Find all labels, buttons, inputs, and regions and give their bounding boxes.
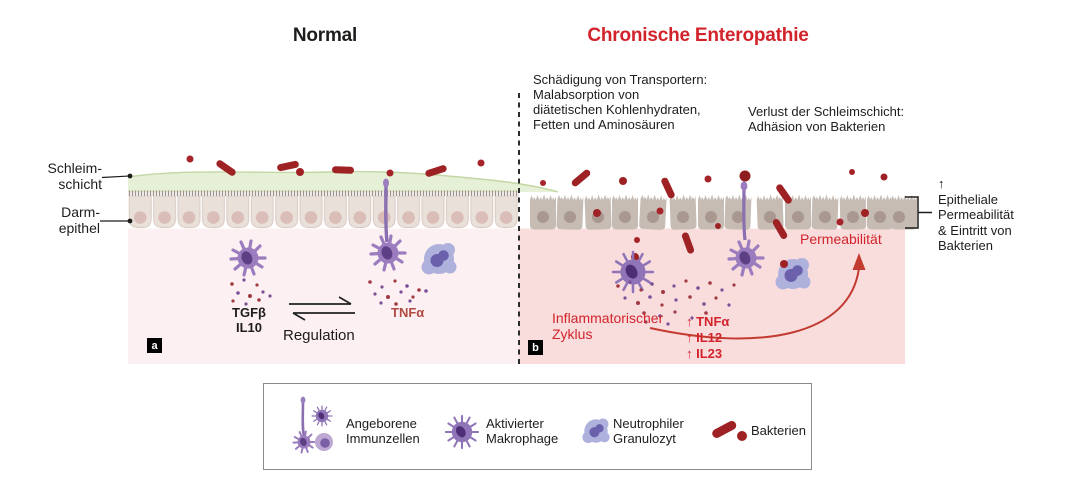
- mucus-pointer-dot: [127, 173, 133, 179]
- bacteria-normal-side: [186, 155, 485, 178]
- label-gut-epithelium: Darm- epithel: [58, 204, 100, 236]
- bacteria-icon: [712, 420, 747, 441]
- label-regulation: Regulation: [283, 327, 355, 344]
- panel-marker-a: a: [147, 338, 162, 353]
- epithelium-bracket: [905, 196, 932, 229]
- sampling-dendritic-cell-normal: [369, 178, 407, 272]
- equilibrium-arrows-icon: [289, 296, 355, 321]
- disease-tissue-panel: [519, 228, 905, 364]
- label-mucus-layer: Schleim- schicht: [47, 160, 102, 192]
- label-permeability: Permeabilität: [800, 231, 882, 247]
- legend-label-activated-macrophage: Aktivierter Makrophage: [486, 416, 559, 446]
- note-mucus-loss: Verlust der Schleimschicht: Adhäsion von…: [748, 104, 905, 134]
- healthy-epithelium: [128, 190, 519, 229]
- mucus-layer: [127, 170, 559, 193]
- bacteria-disease-side: [540, 168, 888, 261]
- legend-label-innate-immune-cells: Angeborene Immunzellen: [346, 416, 420, 446]
- title-chronic-enteropathy: Chronische Enteropathie: [587, 25, 809, 46]
- panel-marker-b: b: [528, 340, 543, 355]
- neutrophil-disease: [775, 258, 811, 290]
- label-tnfa-up: ↑ TNFα: [686, 314, 730, 329]
- note-epithelial-permeability: ↑ Epitheliale Permeabilität & Eintritt v…: [938, 176, 1014, 253]
- sampling-dendritic-cell-disease: [727, 170, 765, 277]
- cytokine-dots-normal: [230, 278, 428, 306]
- activated-macrophage-icon: [444, 414, 480, 450]
- legend-label-neutrophil-granulocyte: Neutrophiler Granulozyt: [613, 416, 684, 446]
- damaged-epithelium: [530, 193, 917, 231]
- note-transporter-damage: Schädigung von Transportern: Malabsorpti…: [533, 72, 708, 132]
- label-pointer-lines: [100, 175, 130, 222]
- label-il12-up: ↑ IL12: [686, 330, 723, 345]
- legend-box: Angeborene Immunzellen Aktivierter Makro…: [263, 383, 812, 470]
- epithelium-pointer-dot: [127, 218, 133, 224]
- legend-label-bacteria: Bakterien: [751, 423, 806, 438]
- title-normal: Normal: [292, 25, 358, 46]
- label-tgfb-il10: TGFβ IL10: [232, 305, 266, 335]
- innate-immune-cells-icon: [292, 396, 333, 454]
- neutrophil-granulocyte-icon: [582, 418, 610, 444]
- label-tnfa-normal: TNFα: [391, 305, 425, 320]
- label-inflammatory-cycle: Inflammatorischer Zyklus: [552, 310, 664, 342]
- label-il23-up: ↑ IL23: [686, 346, 723, 361]
- inflammatory-feedback-arrow: [649, 253, 866, 340]
- cytokine-dots-disease: [616, 279, 736, 326]
